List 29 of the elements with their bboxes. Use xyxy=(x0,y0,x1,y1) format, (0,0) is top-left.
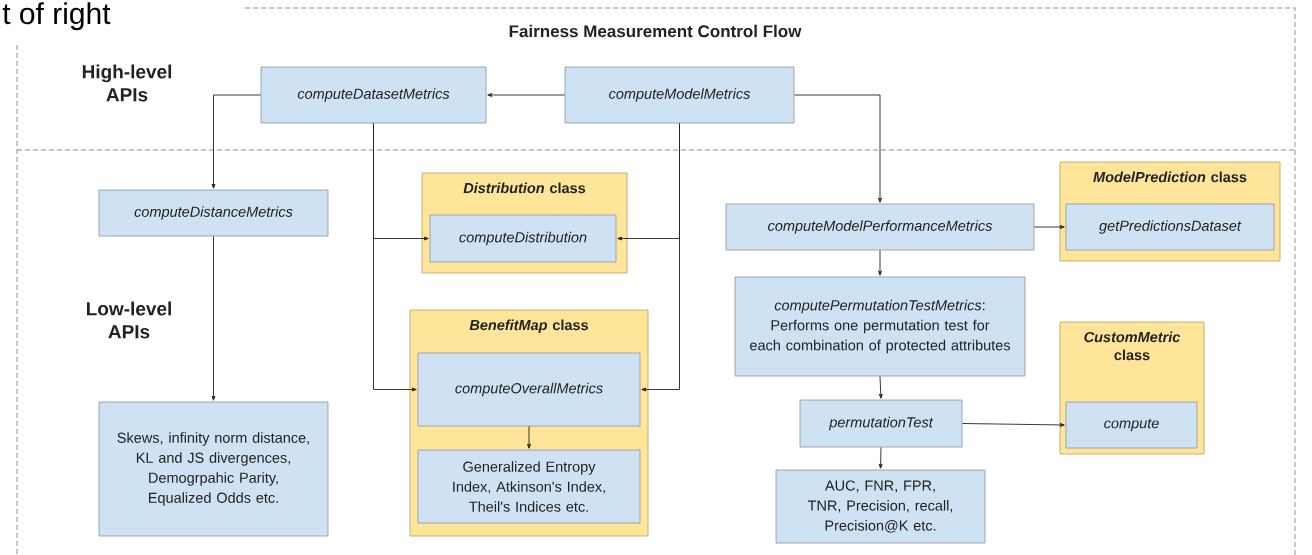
arrow xyxy=(878,249,882,276)
arrow xyxy=(373,122,417,392)
description-box: computePermutationTestMetrics: Performs one permutation test for each combination of protected attributes xyxy=(734,276,1026,377)
diagram-title: Fairness Measurement Control Flow xyxy=(509,24,802,38)
result-box: AUC, FNR, FPR, TNR, Precision, recall, Precision@K etc. xyxy=(775,469,986,544)
result-box: Generalized Entropy Index, Atkinson's Index, Theil's Indices etc. xyxy=(417,449,641,524)
level-label: Low-level APIs xyxy=(87,301,171,339)
arrow xyxy=(211,235,216,401)
arrow xyxy=(1033,225,1065,229)
arrow xyxy=(878,375,883,399)
level-label: High-level APIs xyxy=(82,64,172,102)
function-box: computeDistribution xyxy=(429,214,617,263)
arrow xyxy=(641,122,680,392)
function-box: getPredictionsDataset xyxy=(1065,203,1275,251)
function-box: computeDatasetMetrics xyxy=(260,66,487,124)
function-box: computeModelMetrics xyxy=(564,66,795,124)
heading-fragment: t of right xyxy=(2,2,111,31)
function-box: compute xyxy=(1065,401,1198,449)
function-box: computeDistanceMetrics xyxy=(98,189,329,237)
function-box: permutationTest xyxy=(799,399,963,448)
arrow xyxy=(961,423,1065,427)
arrow xyxy=(793,94,882,203)
arrow xyxy=(527,425,531,449)
result-box: Skews, infinity norm distance, KL and JS divergences, Demogrpahic Parity, Equalized Odds etc. xyxy=(98,401,329,537)
arrow xyxy=(211,94,262,189)
arrow xyxy=(878,446,883,469)
function-box: computeOverallMetrics xyxy=(417,352,641,427)
arrow xyxy=(487,93,566,97)
function-box: computeModelPerformanceMetrics xyxy=(725,203,1035,251)
